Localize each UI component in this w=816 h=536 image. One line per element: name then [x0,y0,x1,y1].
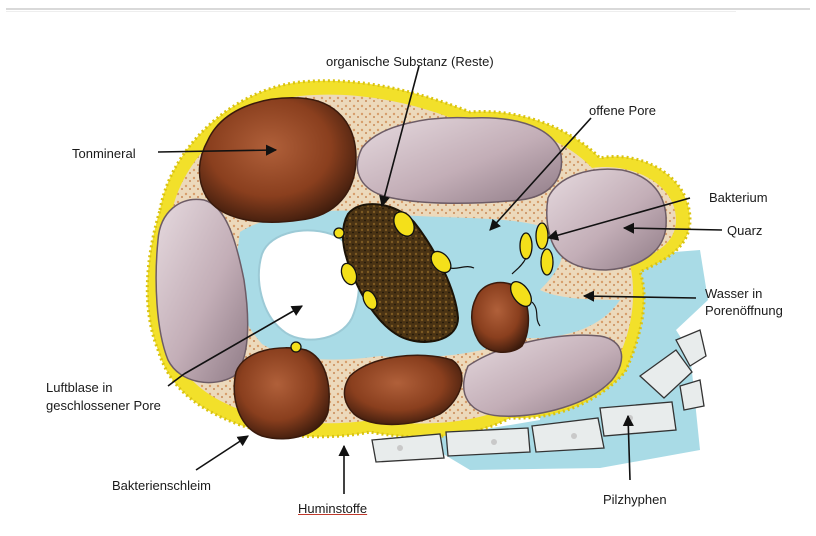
label-organic-matter: organische Substanz (Reste) [326,53,494,70]
label-fungal-hyphae: Pilzhyphen [603,491,667,508]
label-air-bubble-line1: Luftblase in [46,379,113,396]
label-quartz: Quarz [727,222,762,239]
clay-mineral-bottom-left [234,348,329,439]
label-water-line2: Porenöffnung [705,302,783,319]
label-humic-substances: Huminstoffe [298,500,367,517]
quartz-grain-right [547,169,666,270]
label-clay-mineral: Tonmineral [72,145,136,162]
label-water-line1: Wasser in [705,285,762,302]
label-bacterium: Bakterium [709,189,768,206]
label-bacterial-slime: Bakterienschleim [112,477,211,494]
quartz-grain-top [357,118,561,204]
label-air-bubble-line2: geschlossener Pore [46,397,161,414]
label-open-pore: offene Pore [589,102,656,119]
